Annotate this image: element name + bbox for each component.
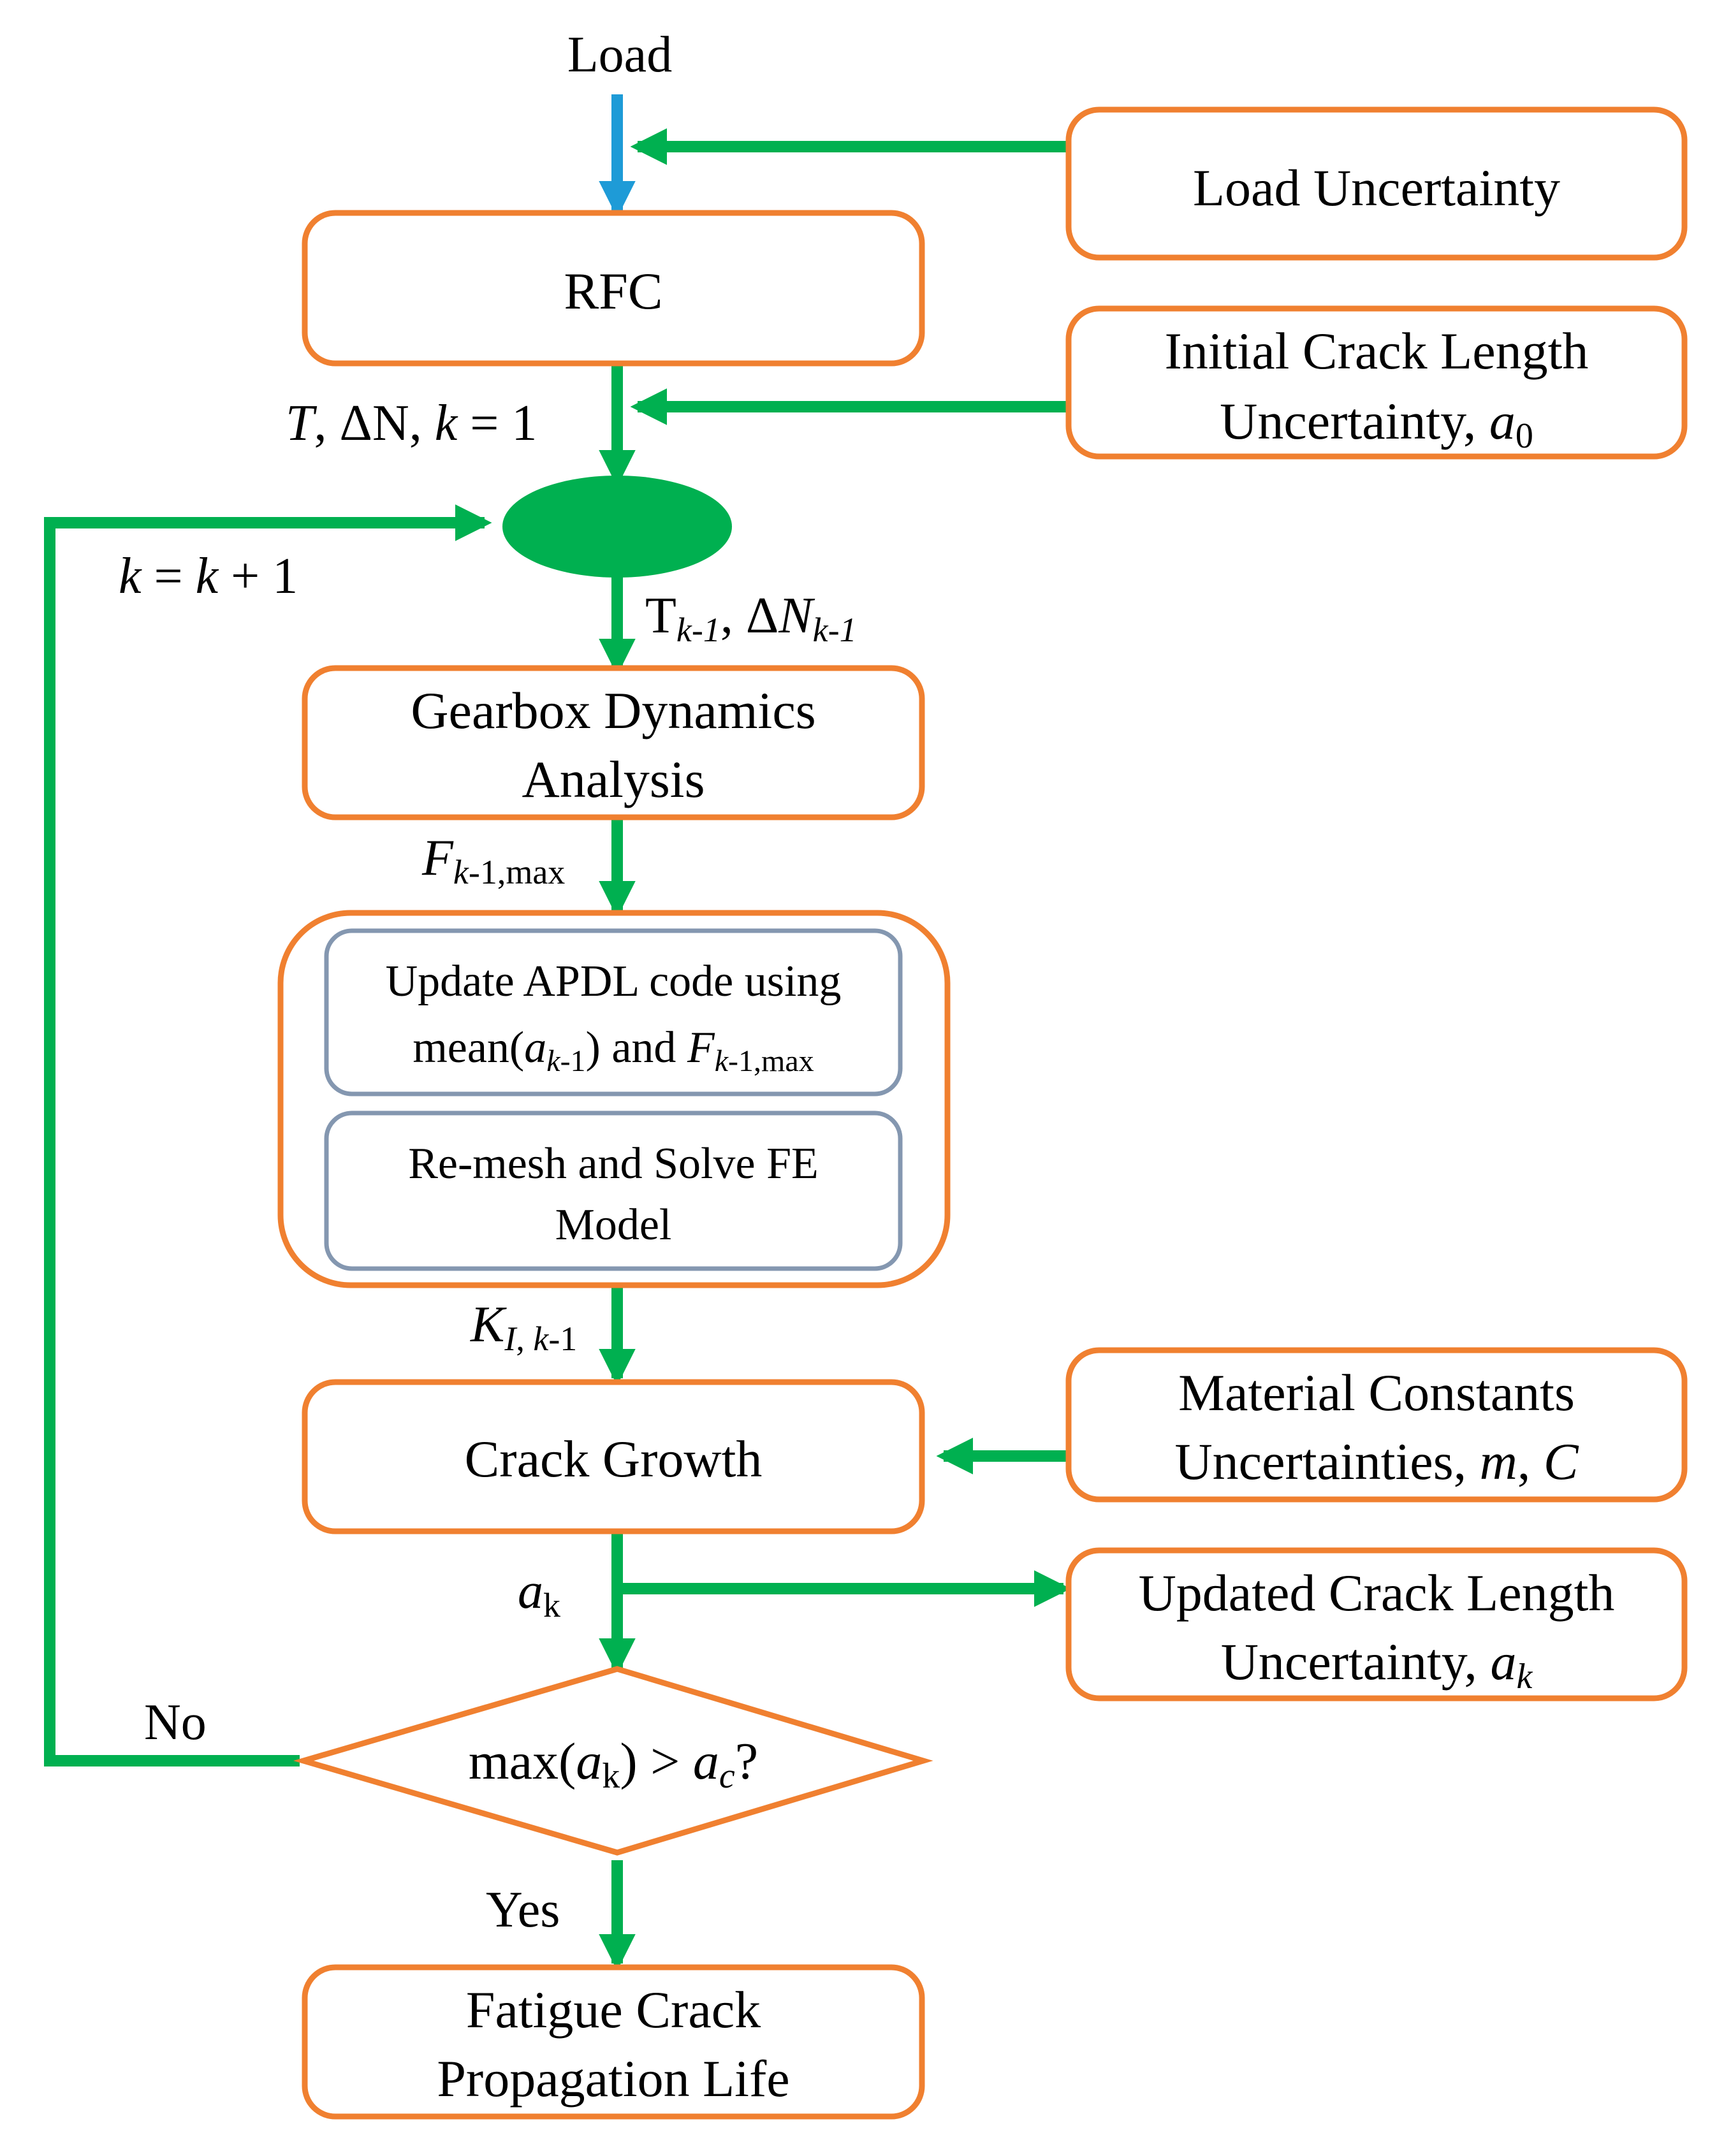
fe-analysis-group: Update APDL code using mean(ak-1) and Fk… — [277, 910, 951, 1288]
initial-crack-box: Initial Crack Length Uncertainty, a0 — [1065, 305, 1688, 460]
fatigue-line2: Propagation Life — [437, 2050, 789, 2108]
connectors — [44, 94, 1071, 1971]
update-apdl-box: Update APDL code using mean(ak-1) and Fk… — [324, 928, 903, 1096]
load-label: Load — [567, 27, 672, 83]
apdl-line1: Update APDL code using — [386, 957, 842, 1006]
decision-diamond: max(ak) > ac? — [293, 1666, 933, 1856]
no-label: No — [144, 1694, 207, 1751]
loop-increment-label: k = k + 1 — [119, 548, 298, 604]
crack-growth-box: Crack Growth — [302, 1379, 925, 1534]
apdl-line2: mean(ak-1) and Fk-1,max — [413, 1023, 814, 1078]
sif-label: KI, k-1 — [470, 1297, 577, 1358]
force-label: Fk-1,max — [421, 830, 565, 891]
gearbox-dynamics-box: Gearbox Dynamics Analysis — [302, 665, 925, 820]
remesh-box: Re-mesh and Solve FE Model — [324, 1111, 903, 1271]
load-uncertainty-box: Load Uncertainty — [1065, 106, 1688, 261]
crack-length-label: ak — [518, 1563, 560, 1624]
material-line2: Uncertainties, m, C — [1174, 1432, 1579, 1490]
torque-cycles-label: Tk-1, ΔNk-1 — [645, 588, 857, 649]
rfc-label: RFC — [564, 262, 663, 320]
updated-crack-line1: Updated Crack Length — [1139, 1564, 1615, 1622]
fatigue-line1: Fatigue Crack — [466, 1981, 761, 2039]
loop-back-line — [44, 504, 492, 1766]
decision-label: max(ak) > ac? — [469, 1732, 758, 1796]
updated-crack-line2: Uncertainty, ak — [1221, 1633, 1533, 1696]
crack-growth-label: Crack Growth — [465, 1430, 763, 1488]
rfc-output-label: T, ΔN, k = 1 — [286, 395, 537, 451]
rfc-box: RFC — [302, 210, 925, 367]
material-constants-box: Material Constants Uncertainties, m, C — [1065, 1347, 1688, 1503]
load-uncertainty-label: Load Uncertainty — [1193, 159, 1560, 217]
remesh-line1: Re-mesh and Solve FE — [408, 1139, 819, 1188]
initial-crack-line1: Initial Crack Length — [1165, 322, 1589, 380]
remesh-line2: Model — [555, 1200, 672, 1249]
updated-crack-box: Updated Crack Length Uncertainty, ak — [1065, 1547, 1688, 1701]
yes-label: Yes — [486, 1882, 560, 1938]
gearbox-line2: Analysis — [522, 750, 705, 808]
iteration-node — [502, 476, 732, 578]
gearbox-line1: Gearbox Dynamics — [411, 681, 815, 739]
material-line1: Material Constants — [1178, 1364, 1575, 1422]
fatigue-life-box: Fatigue Crack Propagation Life — [302, 1964, 925, 2120]
initial-crack-line2: Uncertainty, a0 — [1220, 392, 1533, 456]
